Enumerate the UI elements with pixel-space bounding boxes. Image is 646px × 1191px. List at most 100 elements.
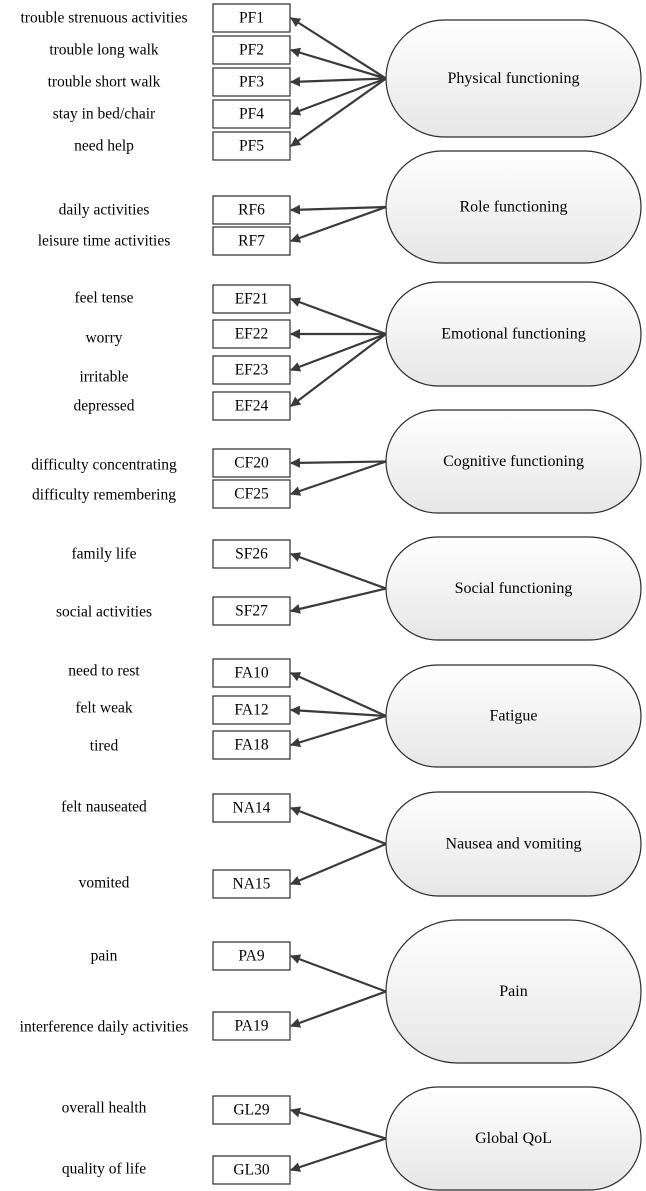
item-label: vomited	[79, 875, 130, 892]
loading-arrow	[290, 1107, 387, 1140]
loading-arrow	[290, 714, 387, 748]
item-label: depressed	[73, 398, 134, 415]
factor-oval	[385, 1086, 642, 1191]
item-code-box	[212, 319, 291, 349]
item-code: NA15	[233, 876, 271, 893]
item-code-box	[212, 284, 291, 314]
item-label: worry	[85, 330, 122, 347]
item-code-box	[212, 596, 291, 626]
factor-group: Physical functioning PF1 trouble strenuous…	[20, 3, 642, 161]
item-code-box	[212, 793, 291, 823]
item-code: FA10	[234, 665, 268, 682]
loading-arrow	[290, 47, 387, 80]
item-label: quality of life	[62, 1161, 146, 1178]
item-code-box	[212, 695, 291, 725]
item-label: difficulty remembering	[32, 487, 176, 504]
item-code: SF27	[235, 603, 268, 620]
loading-arrow	[290, 77, 387, 116]
loading-arrow	[290, 17, 387, 80]
item-code-box	[212, 658, 291, 688]
item-label: family life	[72, 546, 137, 563]
item-code: CF25	[234, 486, 269, 503]
item-code: RF7	[238, 233, 265, 250]
item-label: trouble strenuous activities	[20, 10, 187, 27]
item-code: SF26	[235, 546, 268, 563]
item-code: PF1	[239, 10, 264, 27]
factor-label: Nausea and vomiting	[446, 836, 582, 853]
item-code-box	[212, 3, 291, 33]
item-code-box	[212, 131, 291, 161]
factor-oval	[385, 664, 642, 768]
item-label: felt weak	[75, 700, 132, 717]
item-code-box	[212, 479, 291, 509]
item-label: tired	[90, 738, 119, 755]
item-code-box	[212, 391, 291, 421]
factor-oval	[385, 281, 642, 387]
item-label: felt nauseated	[61, 799, 147, 816]
factor-label: Global QoL	[475, 1130, 552, 1147]
loading-arrow	[290, 842, 387, 886]
item-code: EF24	[235, 398, 269, 415]
item-code: PA9	[238, 948, 264, 965]
factor-oval	[385, 791, 642, 897]
factor-oval	[385, 919, 642, 1064]
item-code-box	[212, 67, 291, 97]
factor-oval	[385, 409, 642, 514]
item-label: need to rest	[68, 663, 140, 680]
loading-arrow	[290, 671, 387, 718]
loading-arrow	[290, 705, 387, 718]
factor-label: Social functioning	[455, 580, 573, 597]
factor-label: Pain	[499, 983, 527, 1000]
loading-arrow	[290, 806, 387, 846]
item-code-box	[212, 448, 291, 478]
factor-label: Physical functioning	[448, 70, 580, 87]
item-code-box	[212, 1155, 291, 1185]
item-label: leisure time activities	[38, 233, 171, 250]
item-label: stay in bed/chair	[53, 106, 156, 123]
item-code: PA19	[235, 1018, 269, 1035]
item-label: interference daily activities	[20, 1019, 189, 1036]
loading-arrow	[290, 297, 387, 336]
item-code: PF2	[239, 42, 264, 59]
item-code-box	[212, 35, 291, 65]
item-label: daily activities	[59, 202, 150, 219]
item-code: PF3	[239, 74, 264, 91]
loading-arrow	[290, 460, 387, 496]
factor-label: Role functioning	[460, 199, 568, 216]
item-code: FA18	[234, 737, 268, 754]
item-code-box	[212, 99, 291, 129]
item-code-box	[212, 730, 291, 760]
factor-label: Cognitive functioning	[443, 453, 584, 470]
item-code: PF5	[239, 138, 264, 155]
factor-oval	[385, 19, 642, 138]
loading-arrow	[290, 333, 387, 407]
factor-oval	[385, 536, 642, 641]
item-code: EF21	[235, 291, 269, 308]
item-code-box	[212, 1095, 291, 1125]
item-code-box	[212, 941, 291, 971]
item-code: GL30	[233, 1162, 269, 1179]
item-code-box	[212, 195, 291, 225]
loading-arrow	[290, 76, 387, 87]
item-label: social activities	[56, 604, 152, 621]
item-label: pain	[91, 948, 118, 965]
item-code: RF6	[238, 202, 265, 219]
loading-arrow	[290, 552, 387, 590]
item-label: feel tense	[75, 290, 134, 307]
loading-arrow	[290, 954, 387, 993]
item-code: FA12	[234, 702, 268, 719]
item-code: CF20	[234, 455, 269, 472]
loading-arrow	[290, 587, 387, 614]
item-label: difficulty concentrating	[31, 457, 177, 474]
item-code-box	[212, 869, 291, 899]
factor-label: Emotional functioning	[441, 326, 585, 343]
loading-arrow	[290, 457, 387, 468]
item-label: trouble long walk	[49, 42, 159, 59]
factor-oval	[385, 150, 642, 264]
item-code: EF22	[235, 326, 269, 343]
